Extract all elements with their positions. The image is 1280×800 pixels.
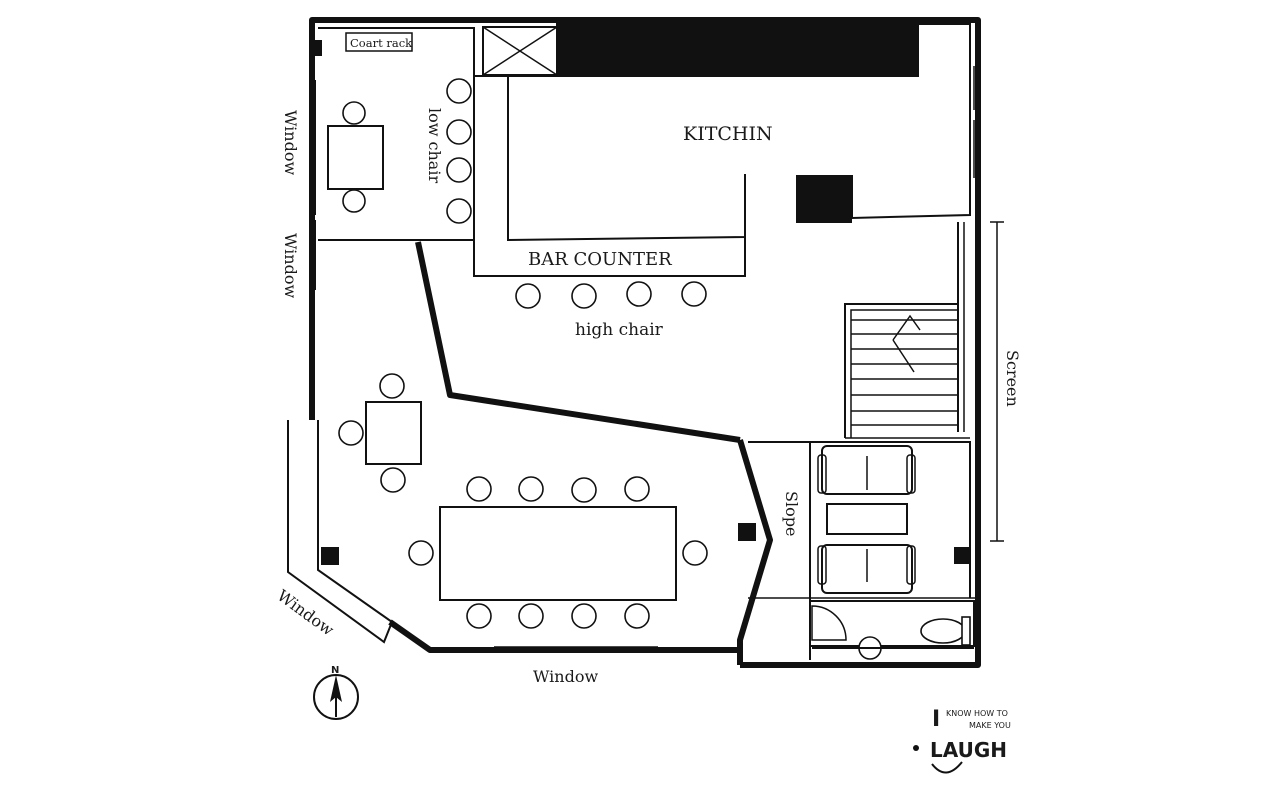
chair bbox=[380, 467, 406, 493]
door-swing bbox=[811, 605, 847, 641]
chair bbox=[342, 101, 366, 125]
logo-initial: I bbox=[932, 707, 940, 732]
entry-room: Coart rack low chair bbox=[314, 27, 475, 290]
sofa bbox=[821, 544, 913, 594]
window-label: Window bbox=[274, 586, 338, 640]
high-chair bbox=[515, 283, 541, 309]
square-table bbox=[365, 401, 422, 465]
coat-rack-label: Coart rack bbox=[350, 36, 413, 50]
window-label: Window bbox=[281, 110, 300, 175]
logo-tagline-1: KNOW HOW TO bbox=[946, 709, 1008, 718]
logo-word: LAUGH bbox=[930, 738, 1007, 762]
pillar bbox=[321, 547, 339, 565]
chair bbox=[571, 603, 597, 629]
window-label: Window bbox=[533, 667, 598, 686]
brand-logo: I KNOW HOW TO MAKE YOU LAUGH bbox=[913, 707, 1011, 774]
window-label: Window bbox=[281, 233, 300, 298]
low-chair bbox=[446, 78, 472, 104]
pillar bbox=[738, 523, 756, 541]
low-chair bbox=[446, 119, 472, 145]
chair bbox=[466, 476, 492, 502]
corner-block bbox=[314, 40, 322, 56]
chair bbox=[338, 420, 364, 446]
kitchen-pillar bbox=[796, 175, 852, 223]
dining-area: Window Window bbox=[274, 373, 756, 686]
high-chair bbox=[571, 283, 597, 309]
slope-label: Slope bbox=[782, 491, 801, 536]
chair bbox=[518, 476, 544, 502]
coat-rack bbox=[345, 32, 413, 52]
high-chair bbox=[681, 281, 707, 307]
chair bbox=[408, 540, 434, 566]
kitchen-black-counter bbox=[556, 22, 918, 76]
high-chair-label: high chair bbox=[575, 320, 664, 340]
pillar bbox=[954, 547, 970, 564]
high-chair bbox=[626, 281, 652, 307]
chair bbox=[571, 477, 597, 503]
toilet bbox=[920, 618, 966, 644]
coffee-table bbox=[826, 503, 908, 535]
bar-counter-label: BAR COUNTER bbox=[528, 249, 672, 270]
outer-walls bbox=[309, 17, 981, 668]
lounge-area: Slope bbox=[748, 441, 975, 660]
chair bbox=[518, 603, 544, 629]
screen: Screen bbox=[990, 221, 1022, 542]
small-table bbox=[327, 125, 384, 190]
kitchen-area: KITCHIN bbox=[473, 22, 971, 276]
chair bbox=[342, 189, 366, 213]
long-table bbox=[439, 506, 677, 601]
restroom bbox=[809, 600, 975, 660]
kitchen-label: KITCHIN bbox=[683, 123, 773, 145]
chair bbox=[379, 373, 405, 399]
low-chair-label: low chair bbox=[425, 108, 444, 183]
compass-north-arrow: N bbox=[313, 665, 359, 720]
chair bbox=[624, 476, 650, 502]
stairs bbox=[844, 222, 970, 439]
chair bbox=[466, 603, 492, 629]
low-chair bbox=[446, 157, 472, 183]
compass-north-label: N bbox=[331, 665, 339, 676]
chair bbox=[682, 540, 708, 566]
screen-label: Screen bbox=[1003, 350, 1022, 407]
low-chair bbox=[446, 198, 472, 224]
chair bbox=[624, 603, 650, 629]
sofa bbox=[821, 445, 913, 495]
bar-counter: BAR COUNTER high chair bbox=[473, 237, 746, 340]
logo-tagline-2: MAKE YOU bbox=[969, 721, 1011, 730]
